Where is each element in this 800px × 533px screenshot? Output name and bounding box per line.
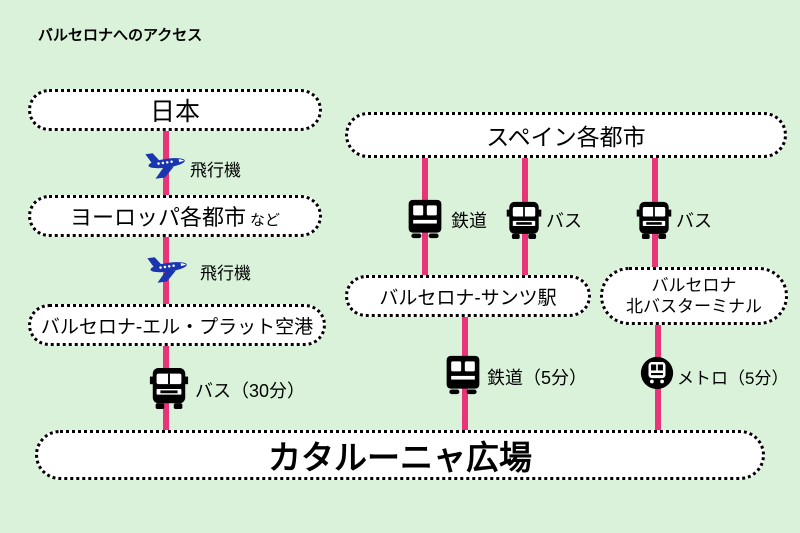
- node-placa-catalunya: カタルーニャ広場: [35, 430, 765, 480]
- node-spain-label: スペイン各都市: [486, 124, 646, 150]
- transport-label-flight-1: 飛行機: [190, 161, 241, 180]
- transport-label-flight-2: 飛行機: [200, 264, 251, 283]
- bus-icon: [635, 200, 673, 240]
- transport-label-bus-to-north: バス: [676, 211, 712, 231]
- train-icon: [443, 353, 483, 397]
- transport-label-bus-to-sants: バス: [546, 211, 582, 231]
- transport-label-rail-5min: 鉄道（5分）: [487, 368, 588, 388]
- node-north-bus-terminal: バルセロナ 北バスターミナル: [600, 267, 788, 325]
- node-sants-label: バルセロナ-サンツ駅: [379, 287, 557, 309]
- node-el-prat-airport: バルセロナ-エル・プラット空港: [28, 304, 326, 346]
- transport-label-rail-to-sants: 鉄道: [451, 211, 487, 231]
- metro-icon: [640, 356, 674, 390]
- transport-label-metro-5min: メトロ（5分）: [677, 369, 789, 388]
- node-sants-station: バルセロナ-サンツ駅: [345, 275, 591, 317]
- node-europe-cities: ヨーロッパ各都市 など: [28, 195, 322, 237]
- train-icon: [405, 197, 445, 241]
- node-airport-label: バルセロナ-エル・プラット空港: [40, 316, 314, 338]
- node-europe-suffix: など: [250, 212, 281, 229]
- airplane-icon: [146, 251, 190, 285]
- transport-label-bus-30min: バス（30分）: [195, 381, 306, 401]
- node-japan-label: 日本: [149, 98, 200, 126]
- bus-icon: [148, 366, 190, 410]
- node-catalunya-label: カタルーニャ広場: [268, 439, 532, 476]
- node-europe-label: ヨーロッパ各都市: [69, 205, 246, 230]
- node-north-label-line2: 北バスターミナル: [626, 297, 762, 316]
- node-spain-cities: スペイン各都市: [345, 112, 787, 158]
- bus-icon: [505, 200, 543, 240]
- page-title: バルセロナへのアクセス: [38, 27, 203, 44]
- airplane-icon: [144, 147, 188, 181]
- node-north-label-line1: バルセロナ: [651, 275, 737, 295]
- node-japan: 日本: [28, 89, 322, 131]
